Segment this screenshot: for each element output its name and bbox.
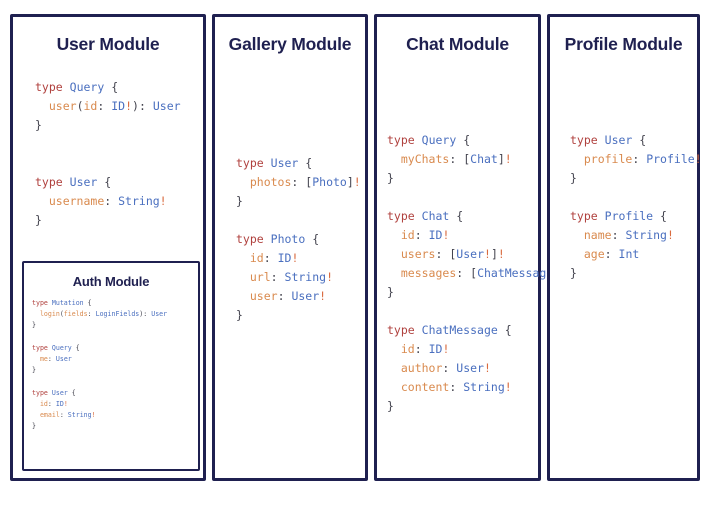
code-block-auth-module: type Mutation { login(fields: LoginField…: [32, 299, 168, 431]
panel-user-module[interactable]: User Module type Query { user(id: ID!): …: [10, 14, 206, 481]
panel-gallery-module[interactable]: Gallery Module type User { photos: [Phot…: [212, 14, 368, 481]
panel-profile-module[interactable]: Profile Module type User { profile: Prof…: [547, 14, 702, 481]
code-block-chat-module: type Query { myChats: [Chat]! } type Cha…: [387, 133, 567, 413]
code-block-user-module: type Query { user(id: ID!): User } type …: [35, 80, 181, 227]
panel-title-chat-module: Chat Module: [406, 34, 509, 54]
code-block-gallery-module: type User { photos: [Photo]! } type Phot…: [236, 156, 361, 322]
code-block-profile-module: type User { profile: Profile! } type Pro…: [570, 133, 702, 280]
panel-title-gallery-module: Gallery Module: [228, 34, 352, 54]
panel-auth-module[interactable]: Auth Module type Mutation { login(fields…: [22, 261, 200, 471]
panel-title-auth-module: Auth Module: [72, 274, 150, 289]
panel-title-profile-module: Profile Module: [564, 34, 683, 54]
panel-title-user-module: User Module: [56, 34, 160, 54]
panel-chat-module[interactable]: Chat Module type Query { myChats: [Chat]…: [374, 14, 567, 481]
